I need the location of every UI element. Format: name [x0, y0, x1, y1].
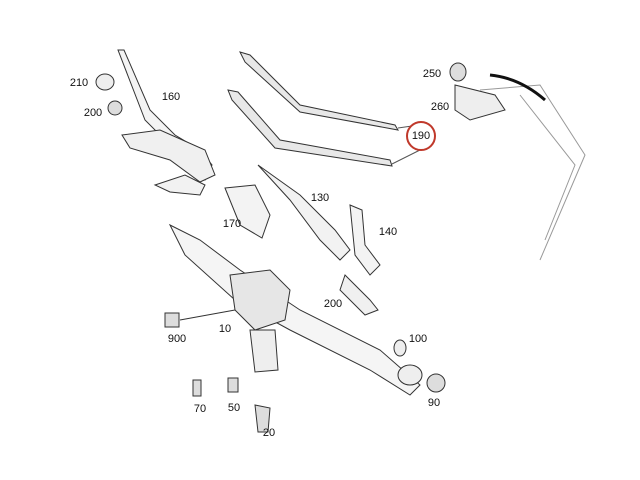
part-90	[426, 373, 446, 393]
part-label-210: 210	[69, 77, 89, 89]
cover-170	[224, 184, 271, 239]
cap-210	[95, 73, 115, 91]
part-label-200b: 200	[323, 298, 343, 310]
part-20	[254, 404, 271, 433]
part-label-160: 160	[161, 91, 181, 103]
cover-140	[349, 204, 381, 276]
part-label-260: 260	[430, 101, 450, 113]
part-label-100: 100	[408, 333, 428, 345]
wiper-motor-10	[229, 269, 291, 331]
part-label-190-highlighted: 190	[406, 121, 436, 151]
part-50	[227, 377, 239, 393]
part-label-900: 900	[167, 333, 187, 345]
part-label-70: 70	[193, 403, 207, 415]
part-label-90: 90	[427, 397, 441, 409]
cover-lower-160	[153, 174, 206, 196]
part-label-200: 200	[83, 107, 103, 119]
part-label-50: 50	[227, 402, 241, 414]
part-label-10: 10	[218, 323, 232, 335]
arrow-to-windshield	[489, 73, 546, 102]
part-70	[192, 379, 202, 397]
part-label-250: 250	[422, 68, 442, 80]
nut-200	[107, 100, 123, 116]
part-label-170: 170	[222, 218, 242, 230]
part-label-20: 20	[262, 427, 276, 439]
linkage-frame	[168, 223, 421, 396]
part-900	[164, 312, 180, 328]
sensor-250	[449, 62, 467, 82]
part-label-130: 130	[310, 192, 330, 204]
arm-cover-160	[121, 129, 216, 183]
part-100	[393, 339, 407, 357]
wiper-arm-130	[257, 164, 351, 261]
part-label-140: 140	[378, 226, 398, 238]
windshield-outline	[479, 84, 586, 261]
wiper-blade-upper	[239, 51, 399, 131]
wiper-blade-lower	[227, 89, 393, 167]
